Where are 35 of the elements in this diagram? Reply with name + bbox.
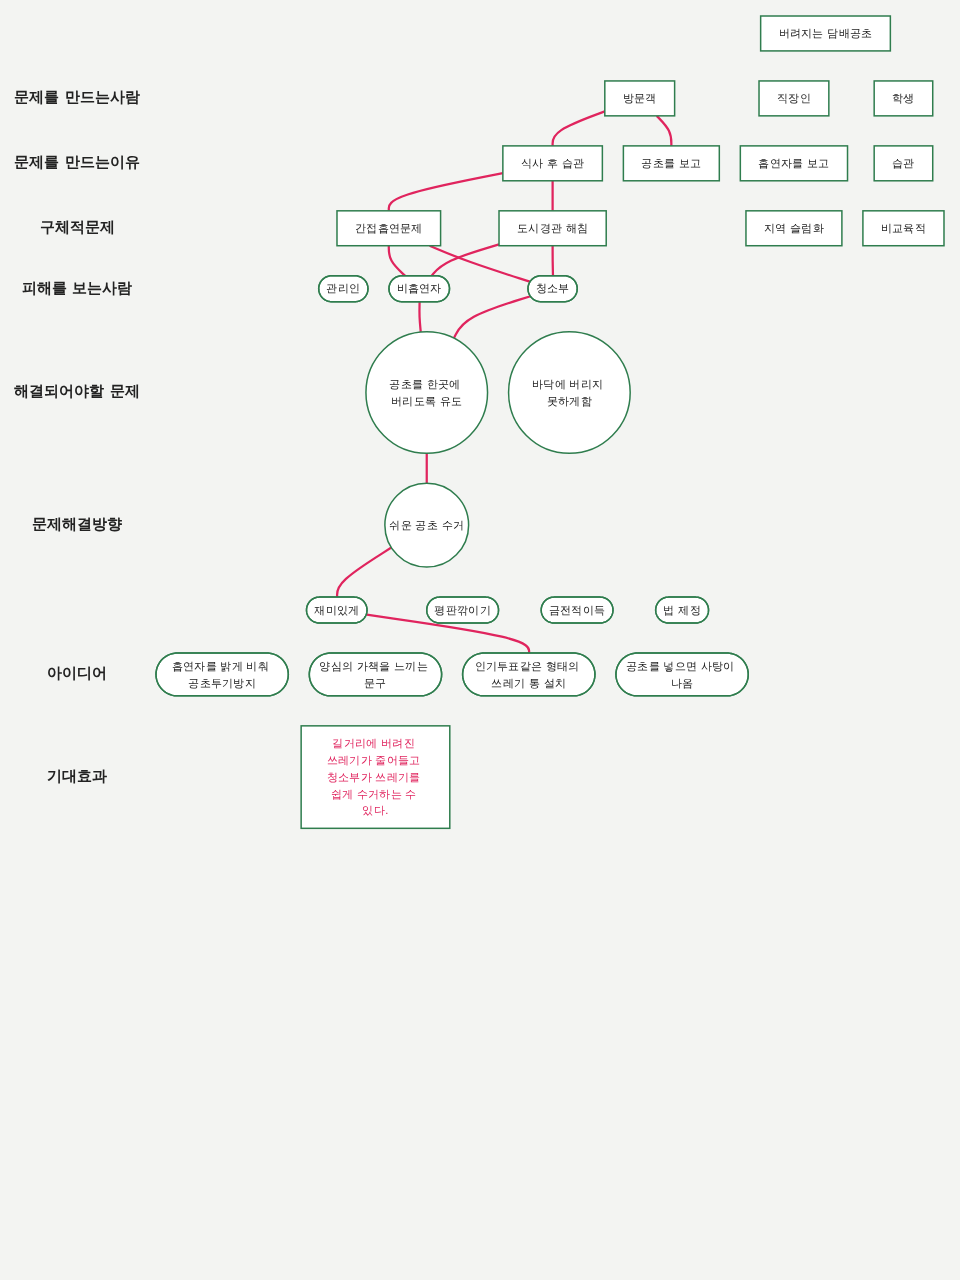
row-label: 피해를 보는사람 <box>20 278 134 299</box>
connector <box>655 115 673 146</box>
node-circle: 공초를 한곳에 버리도록 유도 <box>365 330 489 455</box>
connector <box>387 245 407 277</box>
connector <box>366 613 531 654</box>
node-box: 습관 <box>873 145 934 182</box>
row-label: 아이디어 <box>46 664 108 684</box>
node-box: 학생 <box>873 80 934 117</box>
connector <box>425 453 428 484</box>
node-box: 방문객 <box>604 80 676 117</box>
node-box: 비교육적 <box>862 210 945 247</box>
node-box: 직장인 <box>758 80 830 117</box>
node-box: 공초를 보고 <box>622 145 721 182</box>
connector <box>551 245 555 277</box>
node-box: 흡연자를 보고 <box>739 145 849 182</box>
row-label: 구체적문제 <box>38 218 116 238</box>
row-label: 문제를 만드는사람 <box>13 88 141 108</box>
node-box: 길거리에 버려진 쓰레기가 줄어들고 청소부가 쓰레기를 쉽게 수거하는 수 있다. <box>300 725 451 830</box>
node-circle: 쉬운 공초 수거 <box>384 482 470 568</box>
connector <box>551 180 554 211</box>
row-label: 문제해결방향 <box>31 515 123 535</box>
node-box: 간접흡연문제 <box>336 210 442 247</box>
node-box: 식사 후 습관 <box>502 145 604 182</box>
connector <box>418 302 422 333</box>
row-label: 해결되어야할 문제 <box>13 382 141 402</box>
connector <box>335 546 392 598</box>
row-label: 기대효과 <box>46 767 108 787</box>
row-label: 문제를 만드는이유 <box>13 153 141 173</box>
node-circle: 바닥에 버리지 못하게함 <box>507 330 631 455</box>
connector <box>452 295 531 339</box>
node-box: 지역 슬럼화 <box>745 210 843 247</box>
node-box: 도시경관 해침 <box>498 210 607 247</box>
connector <box>429 244 531 283</box>
connector <box>430 243 500 277</box>
node-box: 버려지는 담배공초 <box>759 15 892 52</box>
